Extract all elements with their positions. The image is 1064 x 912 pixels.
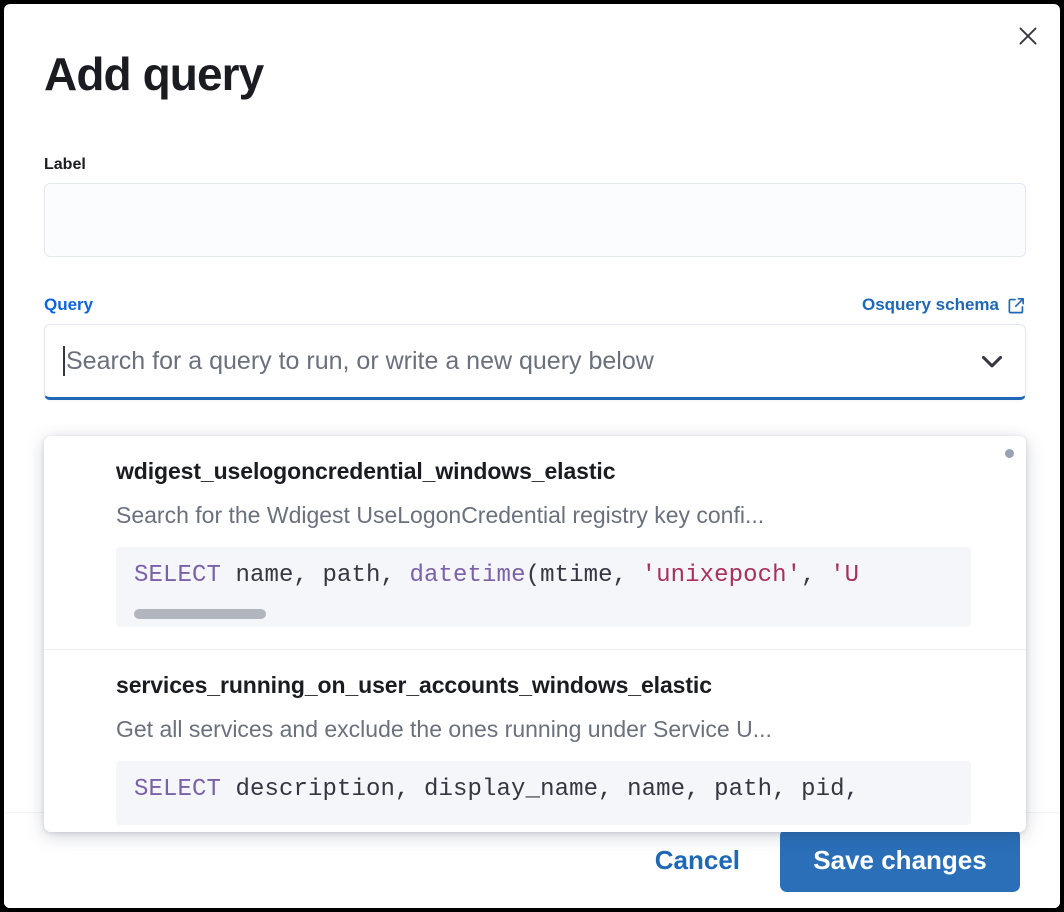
query-option-description: Get all services and exclude the ones ru… — [116, 715, 772, 742]
query-combobox-wrapper: Search for a query to run, or write a ne… — [44, 324, 1026, 400]
vertical-scrollbar-indicator[interactable] — [1005, 449, 1014, 458]
close-icon[interactable] — [1008, 16, 1048, 56]
text-cursor — [63, 346, 65, 376]
query-option[interactable]: services_running_on_user_accounts_window… — [44, 649, 1026, 826]
sql-token-keyword: SELECT — [134, 562, 222, 590]
query-option-code-block[interactable]: SELECT description, display_name, name, … — [116, 761, 971, 826]
query-option-description: Search for the Wdigest UseLogonCredentia… — [116, 501, 765, 528]
query-combobox-placeholder: Search for a query to run, or write a ne… — [66, 346, 654, 375]
query-option-title: services_running_on_user_accounts_window… — [116, 672, 712, 699]
sql-token-plain: description, display_name, name, path, p… — [221, 776, 860, 804]
query-field-header: Query Osquery schema — [44, 295, 1026, 315]
add-query-flyout: Add query Label Query Osquery schema Sea… — [4, 4, 1060, 908]
sql-token-plain: name, path, — [221, 562, 410, 590]
sql-token-string: 'unixepoch' — [641, 562, 802, 590]
label-field-label: Label — [44, 156, 86, 173]
sql-token-keyword: SELECT — [134, 776, 222, 804]
query-option-title: wdigest_uselogoncredential_windows_elast… — [116, 458, 616, 484]
query-combobox[interactable]: Search for a query to run, or write a ne… — [44, 324, 1026, 400]
code-horizontal-scrollbar[interactable] — [134, 609, 266, 620]
osquery-schema-link[interactable]: Osquery schema — [862, 295, 1026, 315]
options-host: wdigest_uselogoncredential_windows_elast… — [44, 436, 1026, 826]
query-suggestions-dropdown: wdigest_uselogoncredential_windows_elast… — [44, 436, 1026, 832]
save-changes-button[interactable]: Save changes — [780, 829, 1020, 892]
flyout-header: Add query — [44, 48, 1020, 101]
chevron-down-glyph — [982, 355, 1002, 368]
close-glyph — [1019, 27, 1037, 45]
label-input[interactable] — [44, 183, 1026, 257]
sql-token-string: 'U — [830, 562, 860, 590]
sql-token-plain: , — [801, 562, 831, 590]
query-field-label: Query — [44, 295, 94, 314]
sql-token-plain: (mtime, — [525, 562, 642, 590]
query-option-code-block[interactable]: SELECT name, path, datetime(mtime, 'unix… — [116, 547, 971, 628]
osquery-schema-link-label: Osquery schema — [861, 295, 999, 314]
cancel-button[interactable]: Cancel — [641, 835, 754, 886]
query-option-sql: SELECT name, path, datetime(mtime, 'unix… — [116, 561, 971, 591]
flyout-body: Label Query Osquery schema Search for a … — [44, 156, 1026, 400]
page-title: Add query — [44, 48, 264, 100]
query-option-sql: SELECT description, display_name, name, … — [116, 775, 971, 805]
external-link-icon — [1008, 297, 1024, 313]
query-option[interactable]: wdigest_uselogoncredential_windows_elast… — [44, 436, 1026, 628]
query-suggestions-list[interactable]: wdigest_uselogoncredential_windows_elast… — [44, 436, 1026, 832]
sql-token-function: datetime — [409, 562, 526, 590]
chevron-down-icon[interactable] — [975, 344, 1009, 378]
